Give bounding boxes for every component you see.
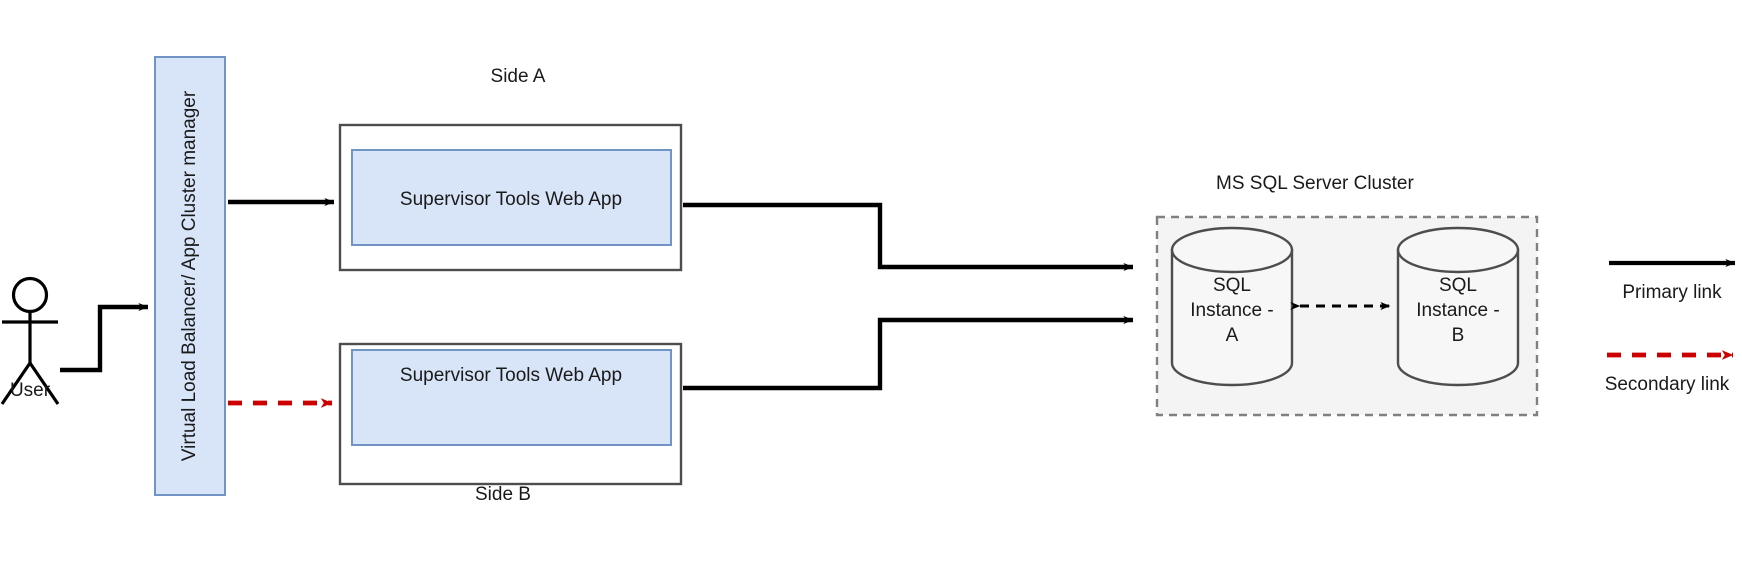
side-b-app-label: Supervisor Tools Web App xyxy=(400,365,622,386)
side-a-label: Side A xyxy=(491,66,546,87)
legend-secondary-label: Secondary link xyxy=(1605,374,1730,395)
stick-figure-icon xyxy=(0,276,60,405)
side-b-label: Side B xyxy=(475,484,531,505)
side-a-app-box[interactable] xyxy=(351,149,672,246)
sql-instance-b-line2: Instance - xyxy=(1416,300,1499,321)
sql-instance-b-line1: SQL xyxy=(1439,275,1477,296)
load-balancer-box[interactable] xyxy=(154,56,226,496)
connector-user-to-loadbalancer xyxy=(60,303,149,373)
connector-side-a-to-cluster xyxy=(683,202,1134,271)
user-label: User xyxy=(10,380,51,401)
sql-instance-a-line3: A xyxy=(1226,325,1239,346)
sql-instance-b-cylinder[interactable] xyxy=(1396,226,1520,387)
side-b-app-box[interactable] xyxy=(351,349,672,446)
side-a-app-label: Supervisor Tools Web App xyxy=(400,189,622,210)
sql-instance-a-line2: Instance - xyxy=(1190,300,1273,321)
load-balancer-label: Virtual Load Balancer/ App Cluster manag… xyxy=(179,90,200,461)
sql-cluster-title: MS SQL Server Cluster xyxy=(1216,173,1414,194)
connector-side-b-to-cluster xyxy=(683,316,1134,391)
sql-instance-a-line1: SQL xyxy=(1213,275,1251,296)
legend-primary-label: Primary link xyxy=(1622,282,1722,303)
sql-instance-a-cylinder[interactable] xyxy=(1170,226,1294,387)
sql-instance-b-line3: B xyxy=(1452,325,1465,346)
